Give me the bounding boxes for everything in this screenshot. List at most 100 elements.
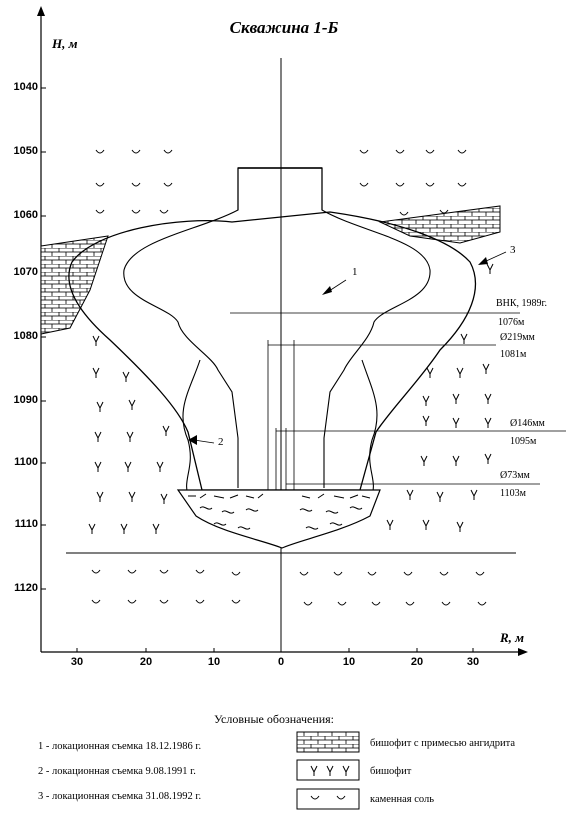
bischofite-mark xyxy=(456,521,464,532)
rock-salt-mark xyxy=(425,149,435,154)
x-tick-label: 10 xyxy=(207,656,221,668)
sediment-debris-marks xyxy=(188,493,371,530)
bischofite-mark xyxy=(124,461,132,472)
vnk-depth: 1076м xyxy=(498,317,525,328)
rock-salt-mark xyxy=(91,569,101,574)
survey-1-arrow-icon xyxy=(322,286,332,295)
rock-salt-mark xyxy=(95,209,105,214)
rock-salt-mark xyxy=(231,571,241,576)
x-axis-title: R, м xyxy=(500,630,525,645)
bischofite-mark xyxy=(156,461,164,472)
upper-well-chamber xyxy=(237,167,323,210)
y-tick-label: 1070 xyxy=(13,266,38,278)
rock-salt-mark xyxy=(195,569,205,574)
legend-rock-bischofite: бишофит xyxy=(370,766,412,777)
vnk-label: ВНК, 1989г. xyxy=(496,298,548,309)
survey-3-arrow-icon xyxy=(478,257,488,265)
survey-2-leader xyxy=(193,439,215,444)
rock-salt-mark xyxy=(405,601,415,606)
legend-survey-2: 2 - локационная съемка 9.08.1991 г. xyxy=(38,766,196,777)
casing-219-label: Ø219мм xyxy=(500,332,535,343)
bischofite-mark xyxy=(96,401,104,412)
rock-salt-mark xyxy=(395,149,405,154)
x-tick-label: 10 xyxy=(342,656,356,668)
bischofite-mark xyxy=(422,395,430,406)
y-axis-title: H, м xyxy=(52,36,78,51)
rock-salt-mark xyxy=(131,209,141,214)
bischofite-mark xyxy=(484,393,492,404)
x-tick-label: 20 xyxy=(139,656,153,668)
survey-2-number: 2 xyxy=(218,436,224,448)
bischofite-mark xyxy=(92,335,100,346)
casing-146-depth: 1095м xyxy=(510,436,537,447)
anhydrite-layer-left xyxy=(40,235,109,335)
rock-salt-mark xyxy=(425,182,435,187)
x-tick-marks xyxy=(76,648,474,652)
bischofite-mark xyxy=(122,371,130,382)
bischofite-mark xyxy=(128,491,136,502)
bischofite-mark xyxy=(456,367,464,378)
rock-salt-mark xyxy=(477,601,487,606)
bischofite-mark xyxy=(92,367,100,378)
rock-salt-mark xyxy=(159,599,169,604)
survey-3-leader xyxy=(483,251,507,263)
survey-3-number: 3 xyxy=(510,244,516,256)
bischofite-mark xyxy=(452,417,460,428)
rock-salt-marks xyxy=(91,149,487,606)
casing-219-depth: 1081м xyxy=(500,349,527,360)
legend-swatch-anhydrite-icon xyxy=(296,731,360,753)
rock-salt-mark xyxy=(131,149,141,154)
bischofite-mark xyxy=(486,263,494,274)
bottom-sediment-fill xyxy=(176,489,381,549)
bischofite-mark xyxy=(94,461,102,472)
rock-salt-mark xyxy=(359,149,369,154)
bischofite-mark xyxy=(120,523,128,534)
survey-1-number: 1 xyxy=(352,266,358,278)
bischofite-mark xyxy=(460,333,468,344)
y-tick-label: 1120 xyxy=(14,582,38,594)
rock-salt-mark xyxy=(163,149,173,154)
bischofite-mark xyxy=(162,425,170,436)
legend-swatch-bischofite-icon xyxy=(296,759,360,781)
rock-salt-mark xyxy=(439,209,449,214)
bischofite-marks xyxy=(88,263,494,534)
y-axis-arrow-icon xyxy=(37,6,45,16)
rock-salt-mark xyxy=(395,182,405,187)
rock-salt-mark xyxy=(159,569,169,574)
bischofite-mark xyxy=(484,417,492,428)
rock-salt-mark xyxy=(303,601,313,606)
rock-salt-mark xyxy=(127,599,137,604)
legend-survey-1: 1 - локационная съемка 18.12.1986 г. xyxy=(38,741,202,752)
rock-salt-mark xyxy=(127,569,137,574)
bischofite-mark xyxy=(420,455,428,466)
bischofite-mark xyxy=(452,393,460,404)
casing-146-label: Ø146мм xyxy=(510,418,545,429)
rock-salt-mark xyxy=(439,571,449,576)
x-axis-arrow-icon xyxy=(518,648,528,656)
rock-salt-mark xyxy=(337,601,347,606)
rock-salt-mark xyxy=(359,182,369,187)
rock-salt-mark xyxy=(371,601,381,606)
rock-salt-mark xyxy=(441,601,451,606)
bischofite-mark xyxy=(436,491,444,502)
rock-salt-mark xyxy=(475,571,485,576)
bischofite-mark xyxy=(470,489,478,500)
bischofite-mark xyxy=(128,399,136,410)
y-tick-label: 1110 xyxy=(14,518,38,530)
legend-survey-3: 3 - локационная съемка 31.08.1992 г. xyxy=(38,791,202,802)
bischofite-mark xyxy=(426,367,434,378)
rock-salt-mark xyxy=(159,209,169,214)
diagram-title: Скважина 1-Б xyxy=(229,18,339,37)
y-tick-label: 1060 xyxy=(13,209,38,221)
legend-swatches xyxy=(296,731,360,810)
survey-2-arrow-icon xyxy=(188,435,197,445)
bischofite-mark xyxy=(386,519,394,530)
rock-salt-mark xyxy=(367,571,377,576)
legend-rock-salt: каменная соль xyxy=(370,794,435,805)
casing-73-depth: 1103м xyxy=(500,488,526,499)
x-tick-label: 20 xyxy=(410,656,424,668)
bischofite-mark xyxy=(94,431,102,442)
legend-rock-anhydrite: бишофит с примесью ангидрита xyxy=(370,738,515,749)
bischofite-mark xyxy=(160,493,168,504)
